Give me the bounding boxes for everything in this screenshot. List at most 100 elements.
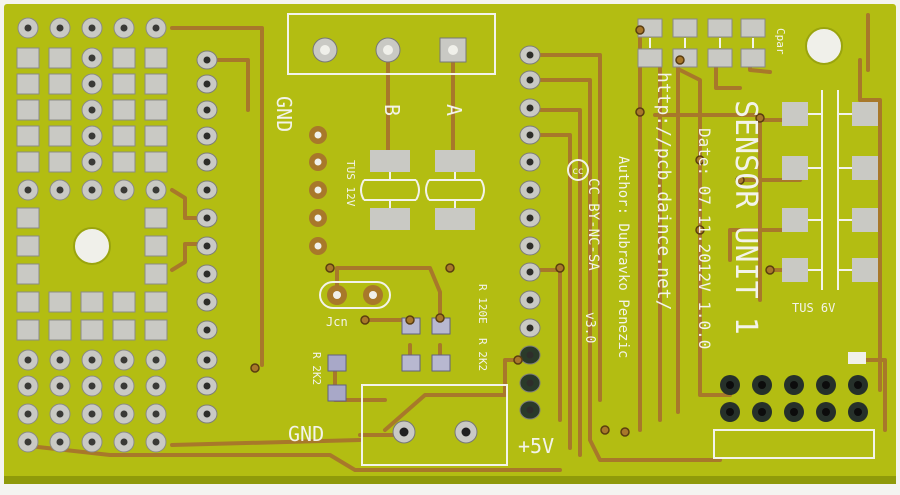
perf-pad-hole <box>24 186 32 194</box>
tus12-hole <box>314 186 322 194</box>
smd-resistor-pad <box>431 354 451 372</box>
pcb-edge-shadow <box>4 476 896 484</box>
terminal-top-hole <box>383 45 393 55</box>
perf-pad-hole <box>88 410 96 418</box>
via <box>635 107 645 117</box>
perf-pad-square <box>144 73 168 95</box>
trace-9 <box>528 108 582 457</box>
cap6-symbol <box>808 96 852 132</box>
perf-pad-hole <box>24 356 32 364</box>
connector-pin-hole <box>726 408 734 416</box>
perf-pad-square <box>16 99 40 121</box>
connector-pin-hole <box>790 408 798 416</box>
perf-pad-hole <box>152 382 160 390</box>
header-right-hole <box>526 242 534 250</box>
header-left-hole <box>203 326 211 334</box>
header-left-hole <box>203 186 211 194</box>
perf-pad-square <box>144 47 168 69</box>
header-left-hole <box>203 132 211 140</box>
smd-resistor-pad <box>401 354 421 372</box>
header-left-hole <box>203 242 211 250</box>
pin-b-label-text: B <box>380 104 404 117</box>
cpar-silk <box>649 38 754 48</box>
cap6-symbol <box>808 150 852 186</box>
perf-pad-hole <box>120 356 128 364</box>
via <box>513 355 523 365</box>
connector-outline <box>713 429 875 459</box>
perf-pad-square <box>112 319 136 341</box>
trace-10 <box>528 133 572 450</box>
header-right-hole <box>526 186 534 194</box>
header-left-hole <box>203 80 211 88</box>
perf-pad-hole <box>88 132 96 140</box>
cap12-pad-top <box>435 150 475 172</box>
trace-29 <box>858 58 882 392</box>
r2k2-label-a-text: R 2K2 <box>310 352 323 386</box>
version-label-text: V 1.0.0 <box>695 282 714 350</box>
perf-pad-square <box>144 263 168 285</box>
header-left-hole <box>203 158 211 166</box>
via <box>620 427 630 437</box>
via <box>675 55 685 65</box>
cap12-symbol-curve <box>360 179 420 201</box>
cap6-pad-left <box>782 102 808 126</box>
header-left-hole <box>203 106 211 114</box>
terminal-top-hole <box>448 45 458 55</box>
perf-pad-square <box>16 291 40 313</box>
perf-pad-square <box>16 151 40 173</box>
cap12-pad-top <box>370 150 410 172</box>
via <box>405 315 415 325</box>
connector-pin-hole <box>726 381 734 389</box>
connector-key-mark <box>848 352 866 364</box>
jumper-outline <box>319 281 391 309</box>
perf-pad-hole <box>120 438 128 446</box>
trace-13 <box>383 393 472 432</box>
perf-pad-square <box>144 125 168 147</box>
perf-pad-square <box>144 207 168 229</box>
perf-pad-hole <box>56 186 64 194</box>
trace-7 <box>528 53 602 402</box>
trace-27 <box>728 228 802 262</box>
header-left-hole <box>203 356 211 364</box>
connector-pin-hole <box>758 381 766 389</box>
trace-2 <box>170 242 207 272</box>
perf-pad-hole <box>152 356 160 364</box>
perf-pad-square <box>48 125 72 147</box>
plus5v-label: +5V <box>518 434 555 458</box>
tus12-label-text: TUS 12V <box>344 160 357 207</box>
trace-23 <box>714 58 742 90</box>
terminal-top-hole <box>320 45 330 55</box>
perf-pad-hole <box>88 106 96 114</box>
via <box>600 425 610 435</box>
perf-pad-square <box>48 99 72 121</box>
perf-pad-hole <box>56 438 64 446</box>
perf-pad-square <box>48 291 72 313</box>
jumper-hole <box>369 291 377 299</box>
header-right-hole <box>526 214 534 222</box>
terminal-trace <box>386 60 455 152</box>
cap12-pad-bottom <box>370 208 410 230</box>
perf-pad-hole <box>88 80 96 88</box>
perf-pad-square <box>48 151 72 173</box>
connector-pin-hole <box>758 408 766 416</box>
header-right-hole <box>526 296 534 304</box>
via <box>445 263 455 273</box>
perf-pad-square <box>144 291 168 313</box>
pcb-substrate <box>4 4 896 482</box>
perf-pad-hole <box>56 410 64 418</box>
header-right-hole <box>526 131 534 139</box>
r2k2-label-b-text: R 2K2 <box>476 338 489 372</box>
header-right-hole <box>526 324 534 332</box>
perf-pad-hole <box>24 24 32 32</box>
perf-pad-square <box>16 207 40 229</box>
via <box>695 155 705 165</box>
perf-pad-square <box>144 319 168 341</box>
header-right-hole <box>526 379 534 387</box>
cap12-pad-bottom <box>435 208 475 230</box>
license-label-text: CC BY-NC-SA <box>585 178 601 271</box>
via <box>250 363 260 373</box>
perf-pad-hole <box>88 158 96 166</box>
connector-pin-hole <box>822 408 830 416</box>
cpar-label-text: Cpar <box>774 28 787 55</box>
perf-pad-square <box>112 47 136 69</box>
